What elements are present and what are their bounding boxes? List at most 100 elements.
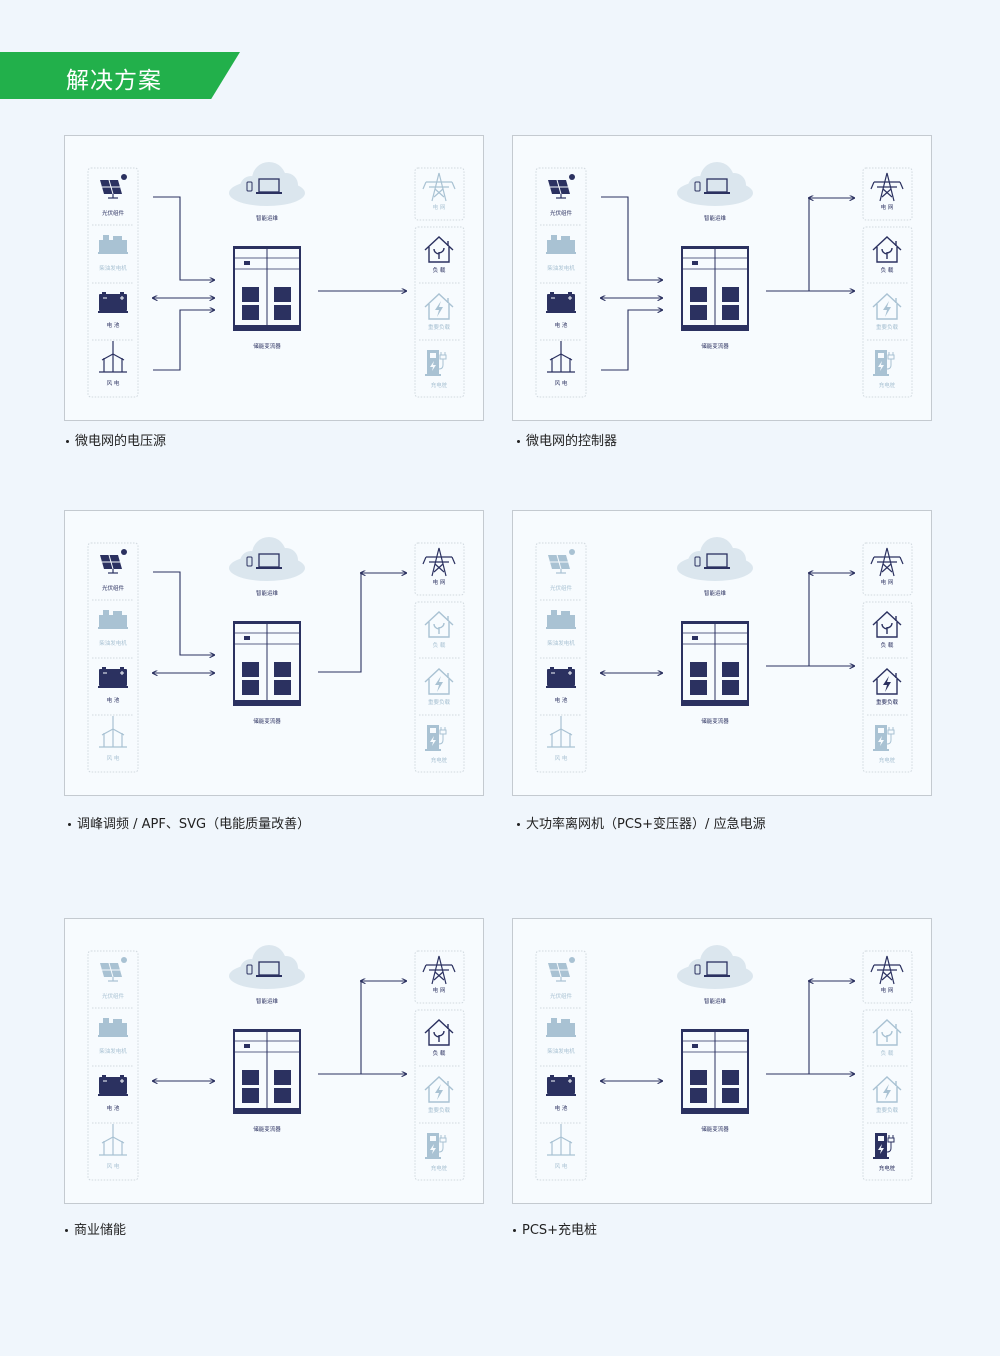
battery-label: 电 池 <box>107 696 120 704</box>
bullet-icon <box>66 440 69 443</box>
cloud-icon <box>677 537 753 581</box>
bullet-icon <box>65 1229 68 1232</box>
load-label: 负 载 <box>433 641 446 649</box>
source-group-box <box>535 950 587 1181</box>
grid-box <box>414 950 465 1004</box>
solution-diagram: 光伏组件柴油发电机电 池风 电电 网负 载重要负载充电桩 智能运维 储能变流器 <box>64 135 484 421</box>
pcs-cabinet-icon <box>233 246 301 331</box>
charger-label: 充电桩 <box>431 381 448 389</box>
grid-link-arrow <box>808 198 854 291</box>
load-group-box <box>414 226 465 398</box>
pcs-label: 储能变流器 <box>253 717 281 725</box>
wind-label: 风 电 <box>107 379 120 387</box>
load-group-box <box>414 601 465 773</box>
battery-label: 电 池 <box>107 321 120 329</box>
grid-label: 电 网 <box>881 578 894 586</box>
source-group-box <box>535 542 587 773</box>
diesel-label: 柴油发电机 <box>99 639 127 647</box>
load-group-box <box>862 226 913 398</box>
cloud-label: 智能运维 <box>704 214 727 222</box>
important-label: 重要负载 <box>876 323 899 331</box>
pcs-cabinet-icon <box>233 1029 301 1114</box>
charger-label: 充电桩 <box>879 1164 896 1172</box>
wind-link-arrow <box>153 310 214 371</box>
pcs-label: 储能变流器 <box>253 342 281 350</box>
caption-text: 微电网的电压源 <box>75 434 167 449</box>
pcs-label: 储能变流器 <box>253 1125 281 1133</box>
grid-label: 电 网 <box>881 986 894 994</box>
diagram-caption: 调峰调频 / APF、SVG（电能质量改善） <box>68 813 310 832</box>
caption-text: PCS+充电桩 <box>522 1223 598 1238</box>
caption-text: 大功率离网机（PCS+变压器）/ 应急电源 <box>526 817 766 832</box>
wind-label: 风 电 <box>107 1162 120 1170</box>
load-group-box <box>414 1009 465 1181</box>
wind-label: 风 电 <box>555 754 568 762</box>
battery-label: 电 池 <box>555 696 568 704</box>
pv-icon <box>100 549 127 574</box>
grid-label: 电 网 <box>881 203 894 211</box>
load-label: 负 载 <box>881 641 894 649</box>
load-icon <box>424 1019 454 1046</box>
pv-label: 光伏组件 <box>102 209 125 217</box>
pv-icon <box>548 549 575 574</box>
source-group-box <box>87 167 139 398</box>
load-group-box <box>862 1009 913 1181</box>
load-icon <box>872 1019 902 1046</box>
caption-text: 商业储能 <box>74 1223 127 1238</box>
pv-link-arrow <box>601 196 662 280</box>
grid-box <box>862 167 913 221</box>
diesel-icon <box>546 610 576 629</box>
battery-icon <box>98 667 128 688</box>
battery-label: 电 池 <box>555 1104 568 1112</box>
charger-label: 充电桩 <box>431 756 448 764</box>
pcs-label: 储能变流器 <box>701 342 729 350</box>
grid-link-arrow <box>360 981 406 1074</box>
solution-diagram: 光伏组件柴油发电机电 池风 电电 网负 载重要负载充电桩 智能运维 储能变流器 <box>64 918 484 1204</box>
cloud-label: 智能运维 <box>704 997 727 1005</box>
important-icon <box>872 1076 902 1103</box>
cloud-icon <box>229 945 305 989</box>
section-banner: 解决方案 <box>0 52 240 99</box>
diagram-caption: PCS+充电桩 <box>513 1219 597 1238</box>
charger-icon <box>873 350 895 376</box>
pcs-cabinet-icon <box>681 246 749 331</box>
grid-icon <box>422 172 456 202</box>
important-icon <box>424 1076 454 1103</box>
diesel-icon <box>546 235 576 254</box>
grid-link-arrow <box>808 573 854 666</box>
pv-link-arrow <box>153 571 214 655</box>
important-icon <box>872 668 902 695</box>
cloud-label: 智能运维 <box>704 589 727 597</box>
grid-icon <box>422 955 456 985</box>
grid-label: 电 网 <box>433 203 446 211</box>
pv-label: 光伏组件 <box>550 992 573 1000</box>
important-icon <box>424 668 454 695</box>
cloud-icon <box>677 162 753 206</box>
load-label: 负 载 <box>433 1049 446 1057</box>
grid-box <box>862 542 913 596</box>
important-label: 重要负载 <box>876 1106 899 1114</box>
pcs-label: 储能变流器 <box>701 717 729 725</box>
diagram-caption: 微电网的控制器 <box>517 430 617 449</box>
pcs-label: 储能变流器 <box>701 1125 729 1133</box>
charger-label: 充电桩 <box>879 756 896 764</box>
grid-box <box>414 542 465 596</box>
grid-box <box>414 167 465 221</box>
wind-label: 风 电 <box>555 379 568 387</box>
diesel-label: 柴油发电机 <box>547 1047 575 1055</box>
grid-link-arrow <box>808 981 854 1074</box>
battery-icon <box>98 1075 128 1096</box>
grid-box <box>862 950 913 1004</box>
cloud-label: 智能运维 <box>256 214 279 222</box>
pv-label: 光伏组件 <box>550 584 573 592</box>
diesel-icon <box>98 235 128 254</box>
wind-link-arrow <box>601 310 662 371</box>
caption-text: 调峰调频 / APF、SVG（电能质量改善） <box>77 817 311 832</box>
battery-label: 电 池 <box>555 321 568 329</box>
pv-link-arrow <box>153 196 214 280</box>
charger-label: 充电桩 <box>431 1164 448 1172</box>
